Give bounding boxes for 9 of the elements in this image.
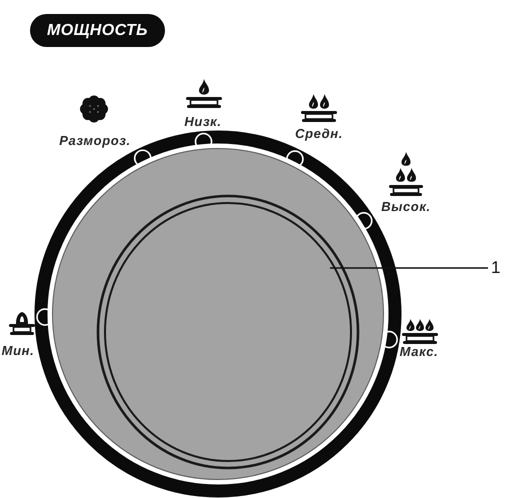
power-level-label: Высок. xyxy=(381,199,431,214)
callout-number: 1 xyxy=(491,258,500,278)
power-level-label: Мин. xyxy=(2,343,34,358)
title-badge: МОЩНОСТЬ xyxy=(30,14,165,47)
power-level-label: Низк. xyxy=(184,114,222,129)
power-level-label: Размороз. xyxy=(59,133,131,148)
leader-line xyxy=(330,267,488,269)
power-level-label: Макс. xyxy=(400,344,438,359)
power-level-label: Средн. xyxy=(295,126,343,141)
